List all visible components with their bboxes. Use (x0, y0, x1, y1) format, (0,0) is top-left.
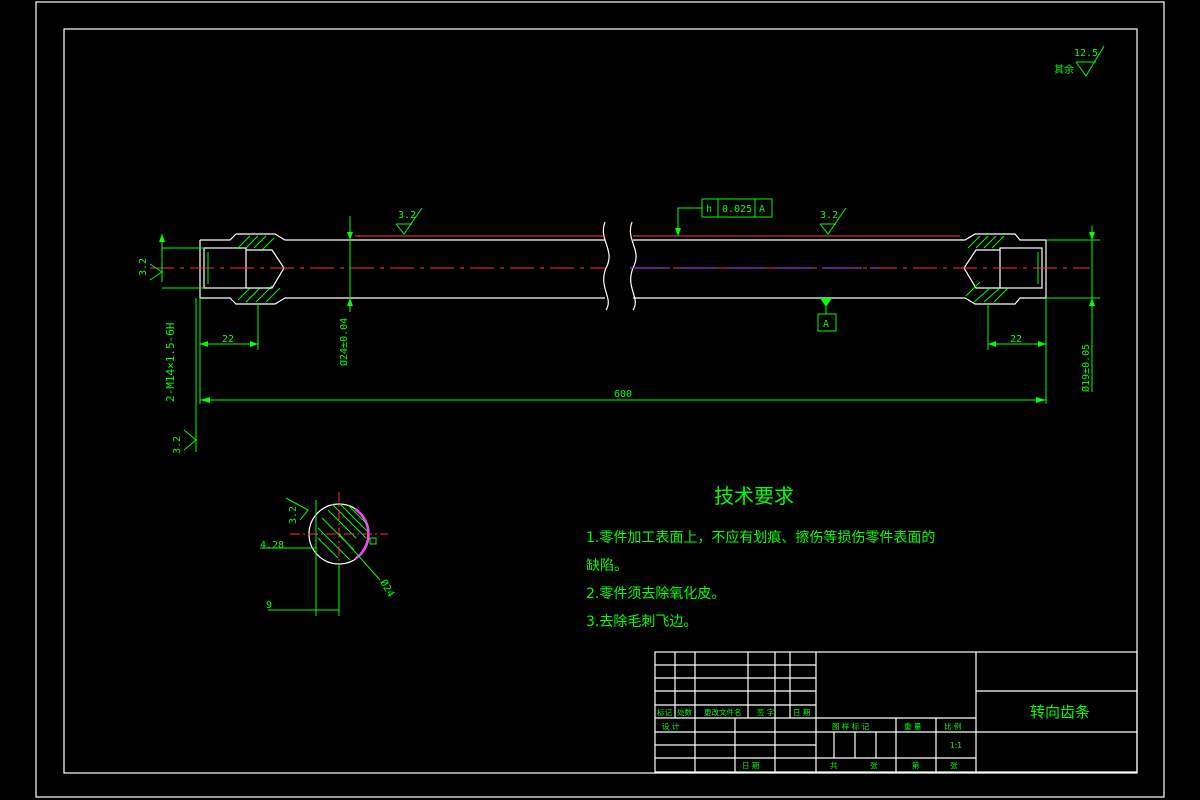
thread-callout: 2-M14×1.5-6H (164, 323, 177, 402)
break-line-right (629, 221, 637, 311)
section-depth: 4.28 (260, 540, 284, 551)
dim-total-600: 600 (199, 298, 1046, 404)
svg-text:日 期: 日 期 (742, 761, 759, 770)
svg-text:600: 600 (614, 389, 632, 400)
part-name: 转向齿条 (1030, 703, 1090, 721)
roughness-other-prefix: 其余 (1054, 63, 1074, 76)
dim-left-22: 22 (199, 298, 259, 350)
shaft-view (150, 221, 1090, 311)
left-end-roughness: 3.2 (138, 234, 204, 289)
scale-value: 1:1 (950, 741, 962, 750)
tolerance-datum: A (759, 204, 765, 215)
roughness-other-value: 12.5 (1074, 48, 1098, 59)
svg-text:22: 22 (222, 334, 234, 345)
svg-text:第: 第 (912, 760, 920, 770)
tech-req-line-3: 2.零件须去除氧化皮。 (586, 586, 725, 602)
svg-text:处数: 处数 (677, 707, 692, 717)
roughness-left-bottom: 3.2 (172, 298, 197, 454)
svg-text:重 量: 重 量 (904, 722, 922, 731)
outer-frame (35, 1, 1165, 798)
inner-frame (63, 28, 1138, 774)
roughness-symbol (1075, 45, 1105, 77)
roughness-top-left: 3.2 (395, 207, 423, 235)
svg-text:更改文件名: 更改文件名 (704, 707, 742, 717)
svg-text:签 字: 签 字 (757, 707, 774, 717)
section-hatch (317, 503, 369, 561)
datum-a-label: A (823, 319, 829, 330)
svg-text:3.2: 3.2 (138, 258, 149, 276)
tolerance-frame: h 0.025 A (675, 198, 773, 236)
svg-text:3.2: 3.2 (172, 436, 183, 454)
svg-text:Ø24±0.04: Ø24±0.04 (338, 318, 350, 366)
tech-req-title: 技术要求 (714, 484, 794, 508)
roughness-top-right: 3.2 (819, 207, 847, 235)
section-view: 4.28 9 Ø24 3.2 (260, 492, 397, 616)
svg-text:图 样 标 记: 图 样 标 记 (832, 721, 870, 731)
tolerance-symbol: h (706, 204, 712, 215)
svg-text:张: 张 (950, 761, 958, 770)
tech-req-line-4: 3.去除毛刺飞边。 (586, 614, 697, 630)
left-hatch (237, 235, 281, 303)
dim-right-22: 22 (987, 298, 1047, 404)
svg-text:22: 22 (1010, 334, 1022, 345)
section-dia: Ø24 (377, 578, 396, 600)
svg-text:Ø19±0.05: Ø19±0.05 (1080, 344, 1092, 392)
svg-text:张: 张 (870, 761, 878, 770)
tech-req-line-2: 缺陷。 (586, 558, 628, 574)
svg-text:比 例: 比 例 (944, 721, 961, 731)
break-line-left (602, 221, 610, 311)
svg-text:共: 共 (830, 761, 838, 770)
datum-a: A (817, 298, 837, 332)
tolerance-value: 0.025 (722, 204, 752, 215)
svg-text:标记: 标记 (657, 707, 672, 717)
right-hatch (965, 235, 1009, 303)
svg-text:设 计: 设 计 (662, 721, 680, 731)
title-block: 标记 处数 更改文件名 签 字 日 期 设 计 日 期 图 样 标 记 重 量 … (654, 651, 1138, 773)
roughness-other: 其余 12.5 (1054, 45, 1105, 77)
svg-text:日 期: 日 期 (793, 708, 810, 717)
svg-text:3.2: 3.2 (820, 210, 838, 221)
section-width: 9 (266, 600, 272, 611)
dim-dia-right: Ø19±0.05 (1046, 226, 1100, 392)
technical-requirements: 技术要求 1.零件加工表面上，不应有划痕、擦伤等损伤零件表面的 缺陷。 2.零件… (586, 484, 935, 630)
tech-req-line-1: 1.零件加工表面上，不应有划痕、擦伤等损伤零件表面的 (586, 529, 935, 546)
svg-text:3.2: 3.2 (398, 210, 416, 221)
dim-dia-main: Ø24±0.04 (338, 216, 353, 366)
svg-text:3.2: 3.2 (288, 506, 299, 524)
